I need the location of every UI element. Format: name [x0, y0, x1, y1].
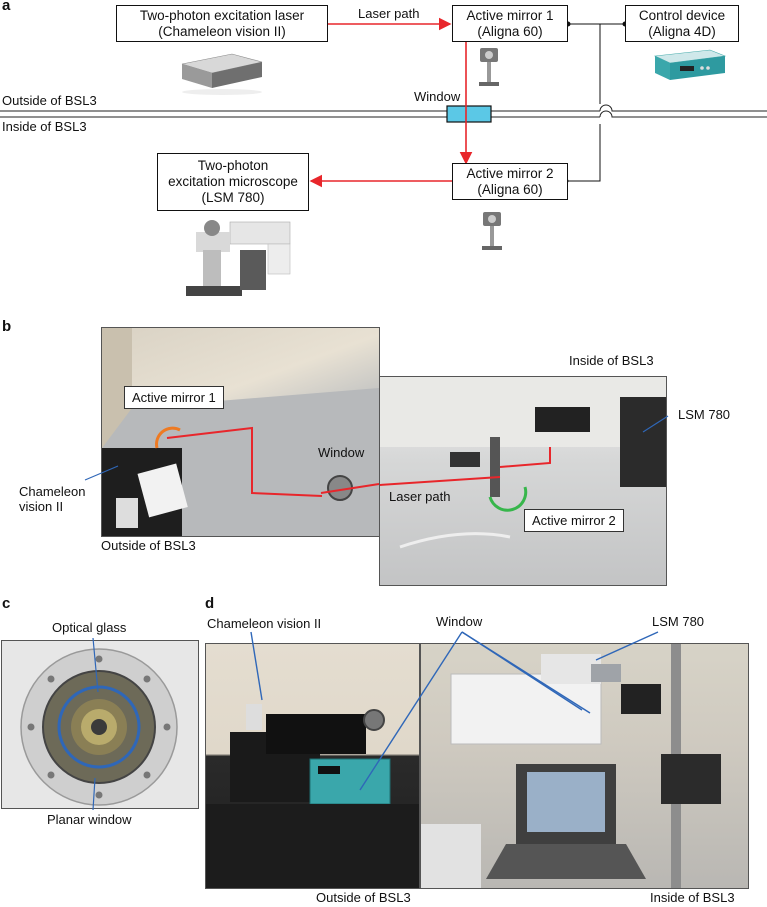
- label-laser-path-b: Laser path: [389, 489, 451, 504]
- label-inside-b: Inside of BSL3: [569, 353, 654, 368]
- laser-path-label: Laser path: [358, 6, 420, 21]
- laser-box-line2: (Chameleon vision II): [158, 23, 286, 39]
- label-chameleon-b-line1: Chameleon: [19, 484, 86, 499]
- mirror2-box-line1: Active mirror 2: [466, 165, 554, 181]
- laser-box-line1: Two-photon excitation laser: [139, 7, 305, 23]
- control-device-image: [653, 49, 727, 80]
- control-box-line2: (Aligna 4D): [648, 23, 716, 39]
- laser-device-image: [181, 53, 263, 95]
- panel-c-letter: c: [2, 595, 11, 612]
- mirror1-box: Active mirror 1 (Aligna 60): [452, 5, 568, 42]
- pointer-planar-window: [92, 777, 96, 811]
- pointer-chameleon-d: [250, 631, 263, 701]
- label-optical-glass: Optical glass: [52, 620, 127, 635]
- control-cable-down: [566, 24, 601, 182]
- photo-inside-bsl3-d: [420, 643, 749, 889]
- inside-label: Inside of BSL3: [2, 119, 87, 134]
- microscope-box-line2: excitation microscope: [168, 174, 298, 189]
- panel-a-letter: a: [2, 0, 11, 14]
- photo-planar-window: [1, 640, 199, 809]
- panel-d-letter: d: [205, 595, 215, 612]
- label-outside-b: Outside of BSL3: [101, 538, 196, 553]
- microscope-image: [186, 220, 291, 296]
- label-lsm-d: LSM 780: [652, 614, 705, 629]
- label-planar-window: Planar window: [47, 812, 132, 827]
- label-chameleon-b: Chameleon vision II: [19, 484, 86, 514]
- callout-active-mirror-2: Active mirror 2: [524, 509, 624, 532]
- active-mirror-2-image: [482, 212, 502, 250]
- microscope-box-line3: (LSM 780): [201, 190, 265, 205]
- window-rect: [446, 105, 492, 123]
- mirror1-box-line2: (Aligna 60): [477, 23, 543, 39]
- photo-inside-bsl3: [379, 376, 667, 586]
- pointer-optical-glass: [92, 637, 99, 693]
- outside-label: Outside of BSL3: [2, 93, 97, 108]
- callout-active-mirror-1: Active mirror 1: [124, 386, 224, 409]
- control-box: Control device (Aligna 4D): [625, 5, 739, 42]
- pointer-lsm-b: [642, 415, 669, 433]
- window-label: Window: [414, 89, 461, 104]
- microscope-box-line1: Two-photon: [197, 158, 269, 173]
- pointer-chameleon: [84, 465, 119, 481]
- laser-box: Two-photon excitation laser (Chameleon v…: [116, 5, 328, 42]
- photo-outside-bsl3-d: [205, 643, 420, 889]
- pointer-window-d-3: [461, 631, 591, 714]
- label-chameleon-d: Chameleon vision II: [207, 616, 322, 631]
- photo-outside-bsl3: [101, 327, 380, 537]
- mirror2-box: Active mirror 2 (Aligna 60): [452, 163, 568, 200]
- pointer-lsm-d: [595, 631, 659, 661]
- label-outside-d: Outside of BSL3: [316, 890, 411, 905]
- label-lsm-b: LSM 780: [678, 407, 731, 422]
- pointer-window-d-1: [359, 631, 463, 791]
- label-window-b: Window: [318, 445, 365, 460]
- microscope-box: Two-photon excitation microscope (LSM 78…: [157, 153, 309, 211]
- label-inside-d: Inside of BSL3: [650, 890, 735, 905]
- panel-b-letter: b: [2, 318, 12, 335]
- label-chameleon-b-line2: vision II: [19, 499, 64, 514]
- label-window-d: Window: [436, 614, 483, 629]
- mirror2-box-line2: (Aligna 60): [477, 181, 543, 197]
- laser-path-bridge: [320, 483, 380, 494]
- control-box-line1: Control device: [638, 7, 726, 23]
- mirror1-box-line1: Active mirror 1: [466, 7, 554, 23]
- bsl3-wall-hop: [599, 104, 767, 112]
- active-mirror-1-image: [479, 48, 499, 86]
